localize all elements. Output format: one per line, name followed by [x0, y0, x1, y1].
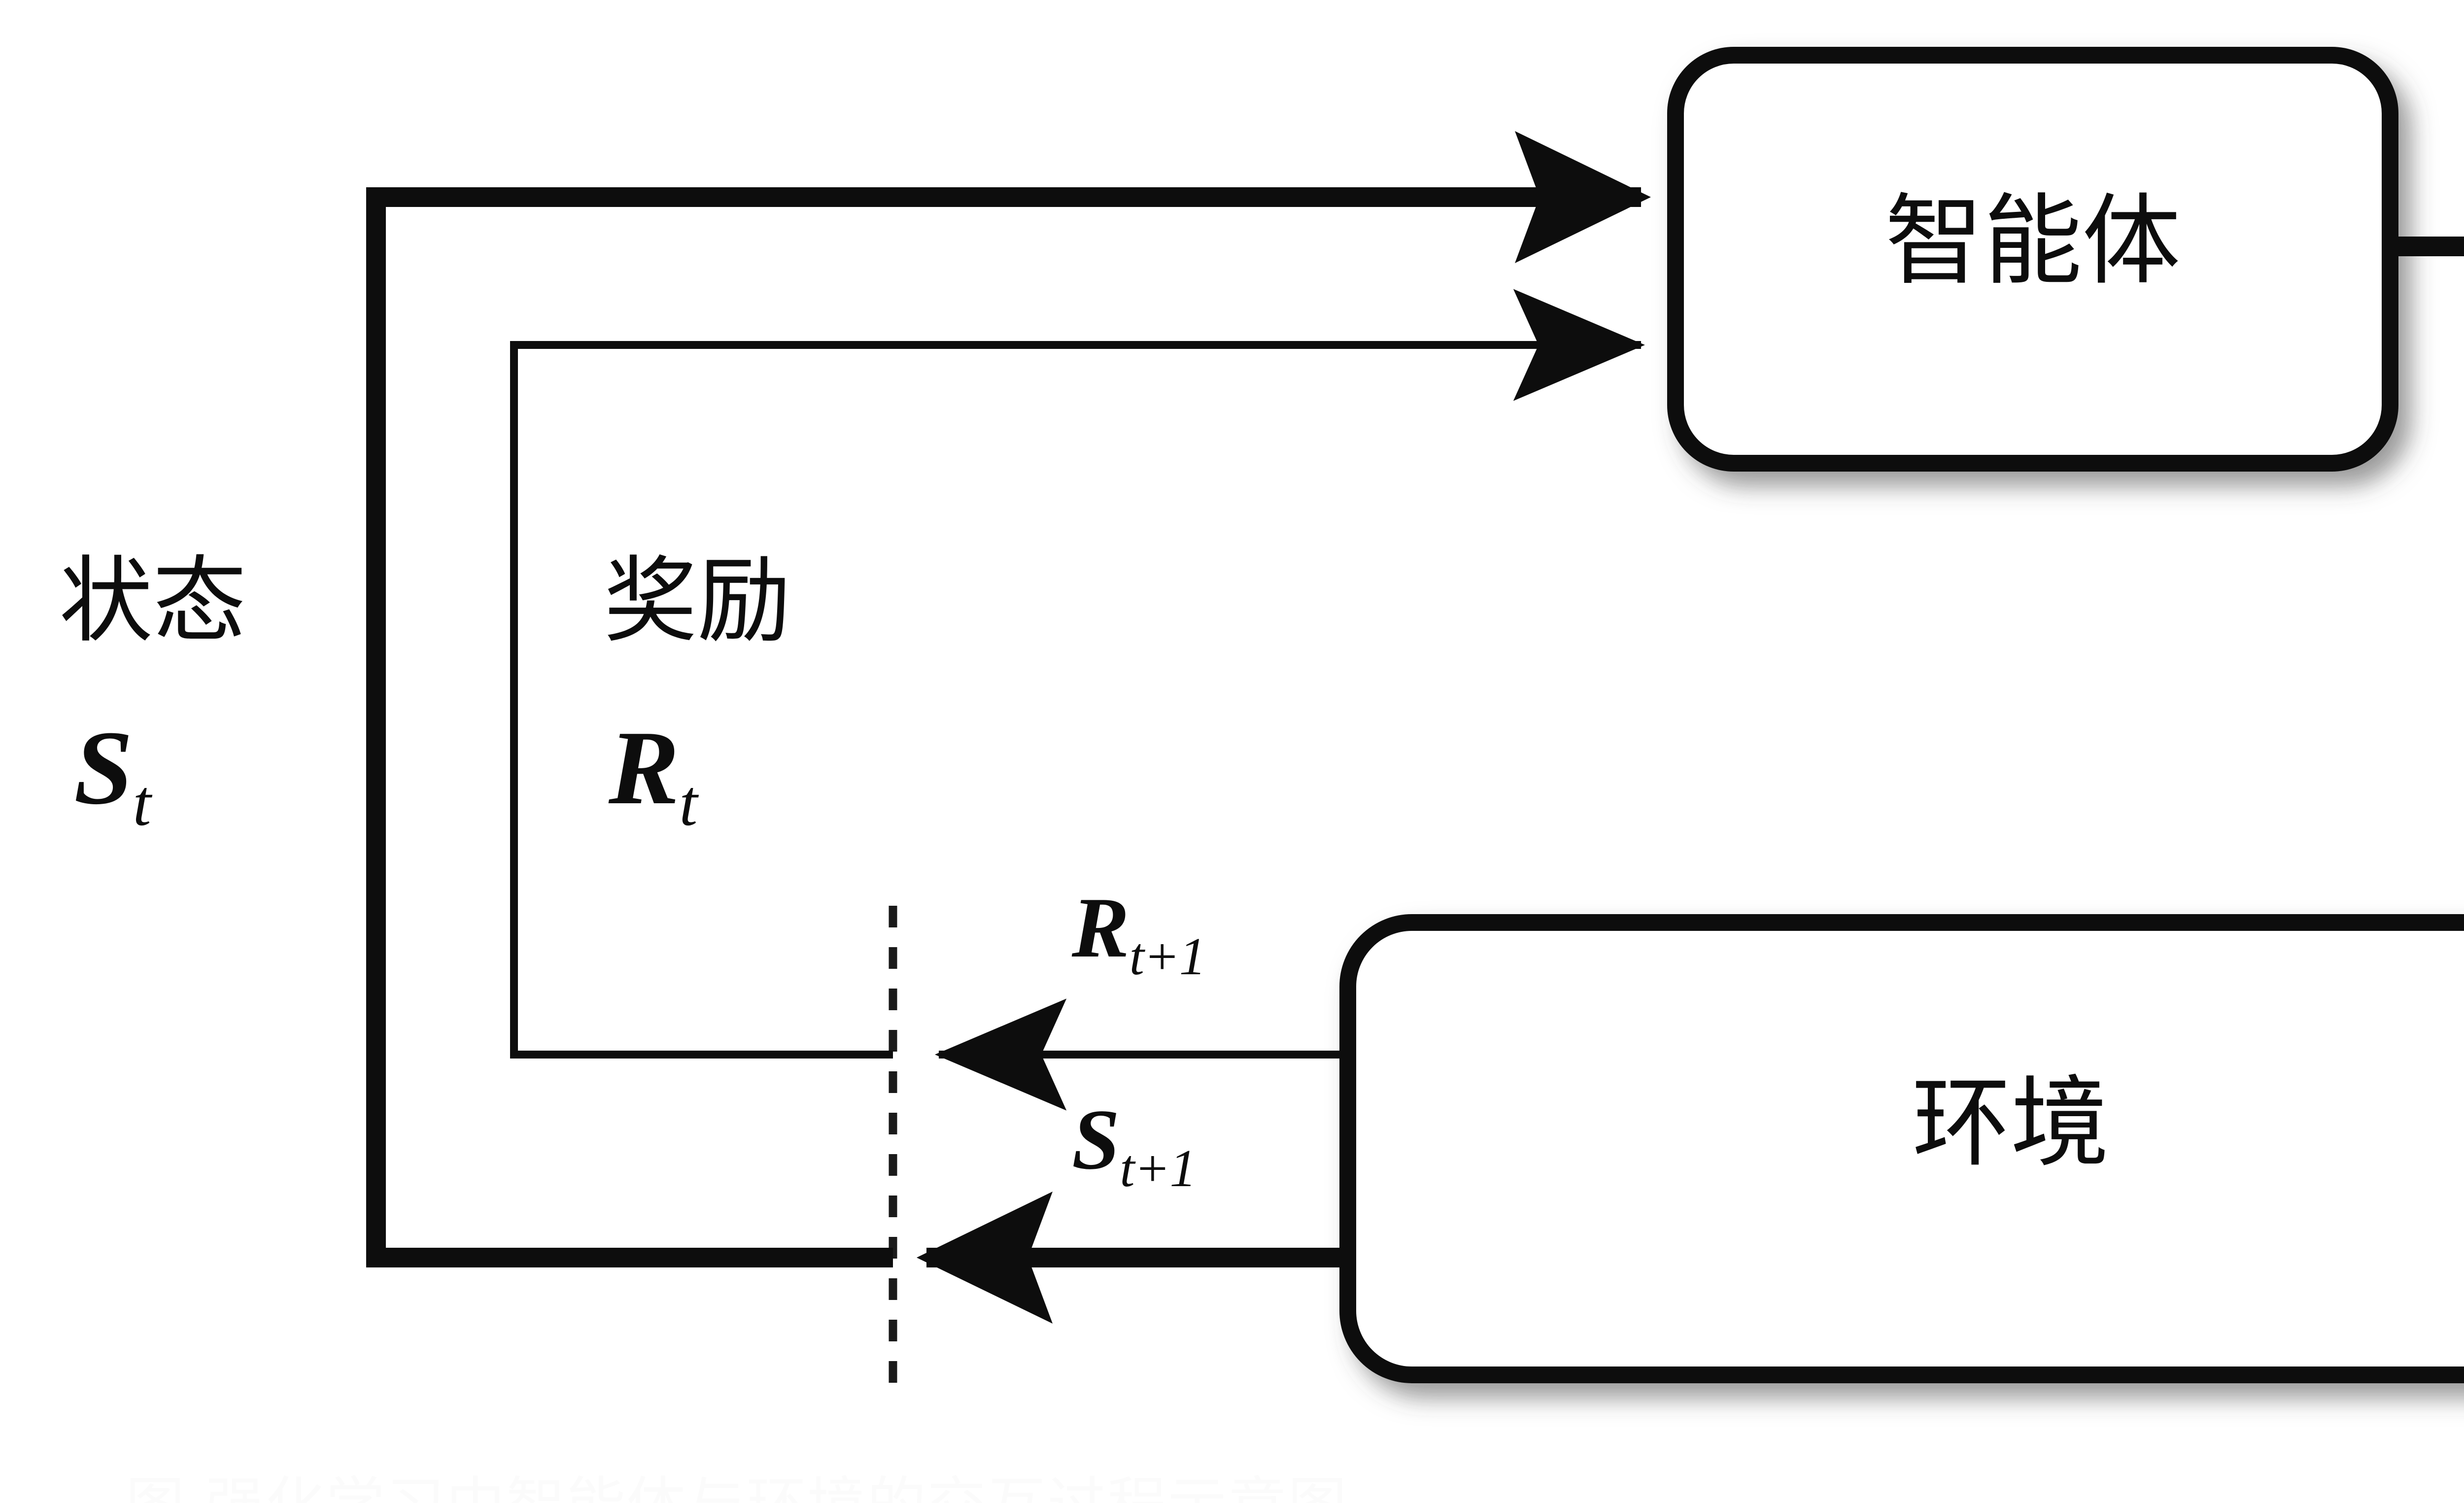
figure-caption: 图 强化学习中智能体与环境的交互过程示意图: [126, 1476, 1348, 1503]
reward-symbol-base: R: [609, 709, 680, 826]
state-symbol-label: St: [74, 715, 151, 836]
reward-feedback-path-thin: [510, 289, 1645, 1059]
reward-next-base: R: [1072, 880, 1129, 975]
state-next-subscript: t+1: [1120, 1138, 1196, 1198]
state-next-edge-label: St+1: [1072, 1096, 1197, 1196]
agent-label: 智能体: [1884, 184, 2181, 299]
state-feedback-path-thick: [366, 131, 1651, 1267]
reward-next-subscript: t+1: [1129, 926, 1206, 986]
state-word-label: 状态: [59, 547, 247, 655]
reward-word-label: 奖励: [604, 547, 791, 655]
reward-symbol-label: Rt: [609, 715, 697, 836]
reward-next-edge-label: Rt+1: [1072, 885, 1206, 984]
agent-box[interactable]: [1667, 47, 2398, 472]
environment-node[interactable]: [1339, 914, 2464, 1383]
reward-symbol-subscript: t: [679, 766, 697, 839]
state-symbol-subscript: t: [133, 766, 151, 839]
environment-label: 环境: [1912, 1066, 2109, 1181]
state-next-base: S: [1072, 1092, 1120, 1187]
state-symbol-base: S: [74, 709, 133, 826]
agent-node[interactable]: [1667, 47, 2398, 472]
environment-box[interactable]: [1339, 914, 2464, 1383]
